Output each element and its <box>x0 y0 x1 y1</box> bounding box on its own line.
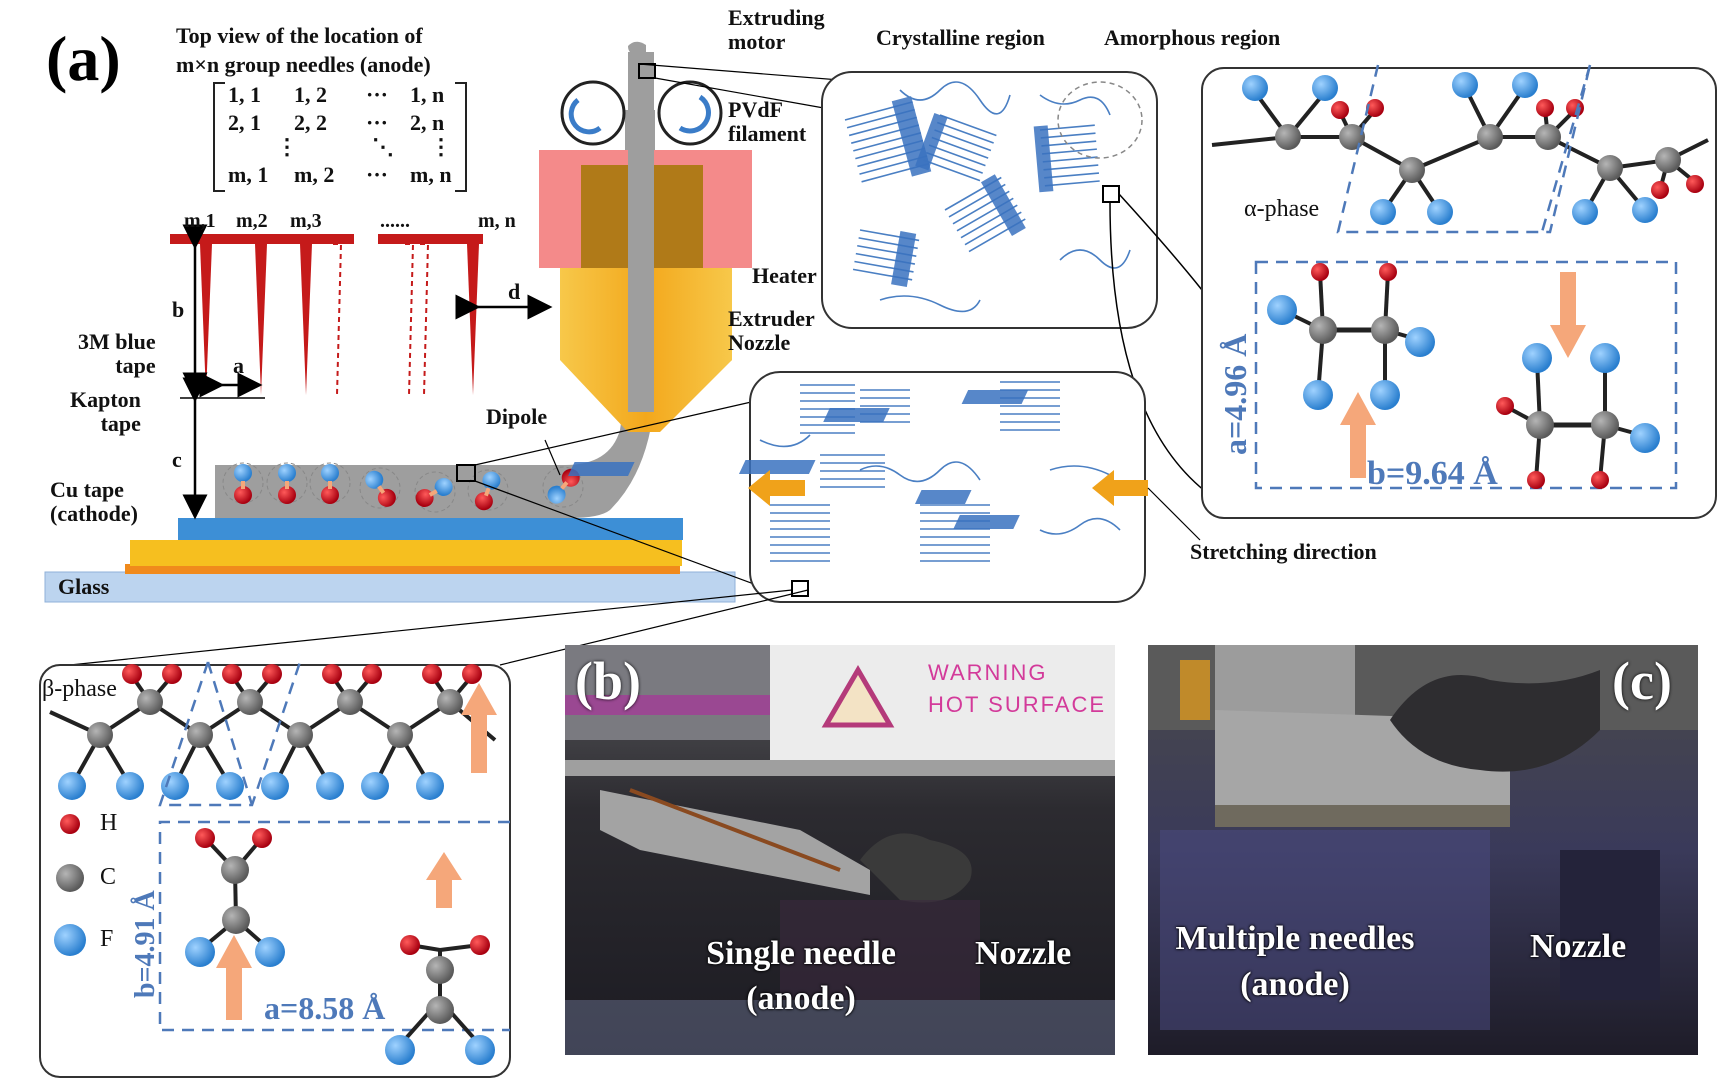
blue-tape-layer <box>178 518 683 540</box>
alpha-dipole-down <box>1550 272 1586 358</box>
extruder-nozzle-label: Extruder Nozzle <box>728 306 815 356</box>
beta-chain <box>49 664 497 800</box>
matrix-cell: ··· <box>366 82 389 107</box>
stretching-direction-label: Stretching direction <box>1190 539 1377 564</box>
dim-d-label: d <box>508 279 521 304</box>
alpha-phase-label: α-phase <box>1244 196 1320 222</box>
cu-tape-layer <box>125 564 680 574</box>
beta-a-dimension: a=8.58 Å <box>264 990 386 1026</box>
nozzle-label-b: Nozzle <box>975 935 1072 972</box>
panel-a-label: (a) <box>46 23 121 94</box>
needle-label-m2: m,2 <box>236 210 268 232</box>
single-needle-anode-label: (anode) <box>746 980 856 1017</box>
glass-layer <box>44 571 736 603</box>
alpha-phase-box <box>1201 67 1717 519</box>
needle-array <box>170 234 483 396</box>
needle-label-m3: m,3 <box>290 210 322 232</box>
legend-f-dot <box>54 924 86 956</box>
motor-roller-right <box>657 80 723 146</box>
legend-h-label: H <box>100 810 118 836</box>
legend-c-dot <box>56 864 84 892</box>
dipole-label: Dipole <box>486 404 548 429</box>
pvdf-filament-body <box>628 52 654 412</box>
matrix-cell: 2, 2 <box>294 110 327 135</box>
needle-title-line2: m×n group needles (anode) <box>176 52 431 77</box>
legend-f-label: F <box>100 926 114 952</box>
legend-h-dot <box>60 814 80 834</box>
hot-surface-text: HOT SURFACE <box>928 692 1107 717</box>
3m-blue-tape-label: 3M blue tape <box>78 329 156 379</box>
heater-label: Heater <box>752 263 817 288</box>
matrix-cell: ⋱ <box>372 134 394 159</box>
multiple-needles-anode-label: (anode) <box>1240 966 1350 1003</box>
matrix-cell: ··· <box>366 162 389 187</box>
matrix-cell: 1, n <box>410 82 445 107</box>
matrix-cell: 1, 1 <box>228 82 261 107</box>
lamellae-top <box>844 81 1131 313</box>
extruding-motor-label: Extruding motor <box>728 5 825 55</box>
beta-dipole-1 <box>216 935 252 1020</box>
matrix-cell: m, 1 <box>228 162 269 187</box>
beta-molecules <box>185 828 495 1065</box>
kapton-tape-layer <box>130 540 682 566</box>
dim-c-label: c <box>172 447 182 472</box>
stretch-arrow-left <box>748 470 805 506</box>
stretched-morphology-box <box>749 371 1146 603</box>
matrix-cell: m, n <box>410 162 452 187</box>
alpha-molecules <box>1267 263 1660 489</box>
lamellae-stretched <box>568 381 1121 562</box>
needle-title-line1: Top view of the location of <box>176 23 423 48</box>
matrix-cell: 1, 2 <box>294 82 327 107</box>
needle-label-mn: m, n <box>478 210 516 232</box>
cu-tape-label: Cu tape (cathode) <box>50 477 138 527</box>
multiple-needles-label: Multiple needles <box>1175 920 1415 957</box>
matrix-cell: ··· <box>366 110 389 135</box>
alpha-dipole-up <box>1340 392 1376 478</box>
beta-phase-label: β-phase <box>42 676 117 702</box>
matrix-cell: ⋮ <box>276 134 298 159</box>
dim-a-label: a <box>233 353 244 378</box>
kapton-tape-label: Kapton tape <box>70 387 141 437</box>
photo-b <box>565 645 1115 1055</box>
beta-unit-cell <box>158 661 510 1032</box>
beta-chain-dipole <box>461 683 497 773</box>
photo-c <box>1148 645 1698 1055</box>
matrix-cell: ⋮ <box>430 134 452 159</box>
extruder <box>539 41 752 432</box>
crystalline-region-label: Crystalline region <box>876 25 1045 50</box>
needle-label-dots: ...... <box>380 210 410 232</box>
panel-c-label: (c) <box>1612 651 1672 711</box>
nozzle-label-c: Nozzle <box>1530 928 1627 965</box>
amorphous-circle <box>1057 81 1143 159</box>
printed-filament <box>215 110 655 518</box>
alpha-unit-cell <box>1254 64 1678 490</box>
matrix-cell: 2, 1 <box>228 110 261 135</box>
needle-label-m1: m,1 <box>184 210 216 232</box>
warning-text: WARNING <box>928 660 1048 685</box>
beta-b-dimension: b=4.91 Å <box>130 890 161 998</box>
alpha-a-dimension: a=4.96 Å <box>1217 333 1253 455</box>
dim-b-label: b <box>172 297 185 322</box>
single-needle-label: Single needle <box>706 935 896 972</box>
dipoles <box>222 462 584 513</box>
stretch-arrow-right <box>1092 470 1148 506</box>
matrix-cell: 2, n <box>410 110 445 135</box>
matrix-cell: m, 2 <box>294 162 335 187</box>
amorphous-region-label: Amorphous region <box>1104 25 1281 50</box>
legend-c-label: C <box>100 864 117 890</box>
glass-label: Glass <box>58 574 110 599</box>
beta-dipole-2 <box>426 852 462 908</box>
alpha-b-dimension: b=9.64 Å <box>1367 455 1498 492</box>
alpha-chain <box>1211 72 1709 225</box>
pvdf-filament-label: PVdF filament <box>728 97 807 147</box>
panel-b-label: (b) <box>575 651 641 711</box>
